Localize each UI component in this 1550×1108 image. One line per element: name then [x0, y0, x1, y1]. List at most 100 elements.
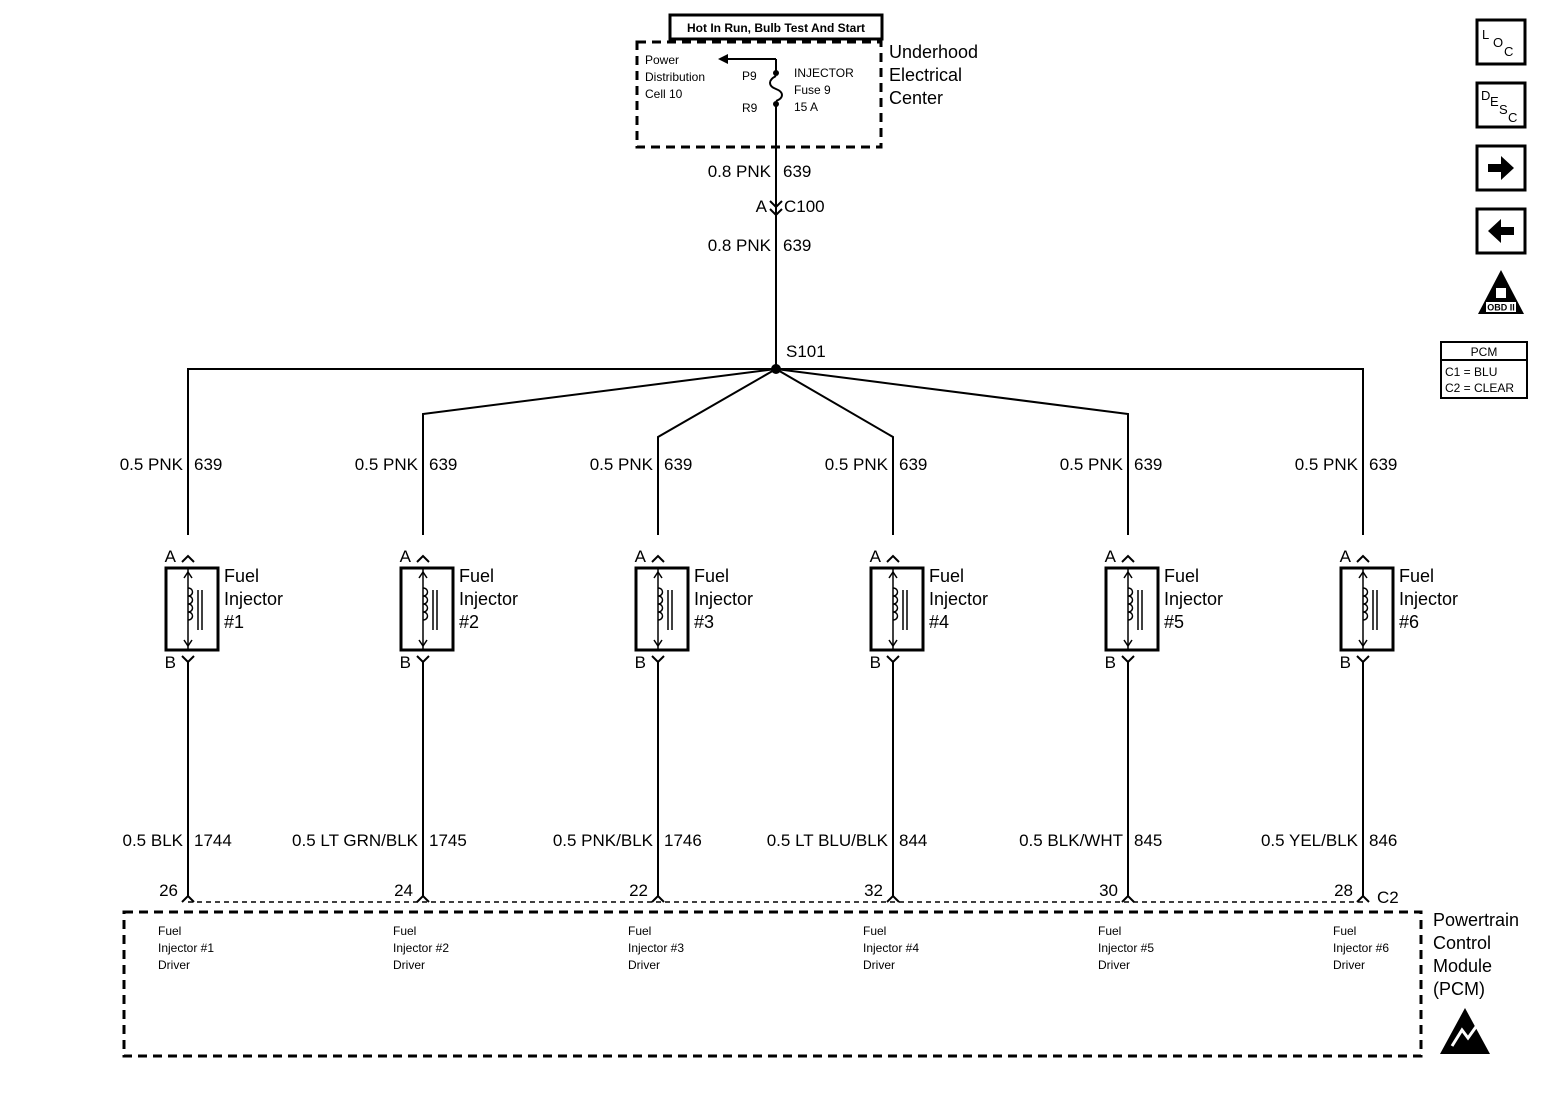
pin-a-label: A — [870, 547, 882, 566]
c100-pin-label: A — [756, 197, 768, 216]
pcm-driver-line2: Injector #1 — [158, 941, 214, 955]
desc-sub1: E — [1490, 94, 1499, 109]
loc-sub2: C — [1504, 44, 1513, 59]
pcm-pin-connector — [1356, 894, 1370, 903]
pin-a-connector — [1121, 554, 1135, 563]
desc-button[interactable]: D E S C — [1475, 81, 1527, 129]
cell-label-line2: Distribution — [645, 70, 705, 84]
next-page-button[interactable] — [1475, 144, 1527, 192]
driver-wire-color: 0.5 LT GRN/BLK — [292, 831, 419, 850]
arrow-left-icon — [718, 54, 728, 64]
feed-wire-lower-color: 0.8 PNK — [708, 236, 772, 255]
pin-a-connector — [1356, 554, 1370, 563]
pcm-driver-line2: Injector #4 — [863, 941, 919, 955]
pcm-driver-line1: Fuel — [1098, 924, 1121, 938]
fuse-label-line2: Fuse 9 — [794, 83, 831, 97]
supply-wire-circuit: 639 — [664, 455, 692, 474]
connector-c100: A C100 — [756, 197, 825, 217]
pin-a-label: A — [1340, 547, 1352, 566]
pin-b-connector — [181, 655, 195, 664]
pcm-driver-line2: Injector #6 — [1333, 941, 1389, 955]
desc-sub2: S — [1499, 102, 1508, 117]
pin-b-connector — [1121, 655, 1135, 664]
pcm-pin-connector — [886, 894, 900, 903]
pcm-driver-line1: Fuel — [393, 924, 416, 938]
pcm-pin-connector — [416, 894, 430, 903]
coil-icon — [1127, 587, 1134, 621]
pcm-pin-number: 24 — [394, 881, 413, 900]
pcm-pin-number: 22 — [629, 881, 648, 900]
pcm-driver-line2: Injector #3 — [628, 941, 684, 955]
pcm-driver-line3: Driver — [158, 958, 190, 972]
pcm-driver-line3: Driver — [1098, 958, 1130, 972]
coil-icon — [422, 587, 429, 621]
power-condition-label: Hot In Run, Bulb Test And Start — [668, 13, 884, 41]
injector-label-line2: Injector — [224, 589, 283, 609]
injector-label-line1: Fuel — [1399, 566, 1434, 586]
pcm-pin-number: 28 — [1334, 881, 1353, 900]
pin-b-label: B — [165, 653, 176, 672]
injector-label-line1: Fuel — [929, 566, 964, 586]
supply-wire-color: 0.5 PNK — [1295, 455, 1359, 474]
feed-wire-lower-circuit: 639 — [783, 236, 811, 255]
desc-sub3: C — [1508, 110, 1517, 125]
fuse-icon — [769, 75, 783, 102]
svg-text:Hot In Run, Bulb Test And Star: Hot In Run, Bulb Test And Start — [687, 21, 865, 35]
driver-wire-circuit: 845 — [1134, 831, 1162, 850]
pcm-pin-connector — [181, 894, 195, 903]
cell-label-line3: Cell 10 — [645, 87, 683, 101]
injector-number: #2 — [459, 612, 479, 632]
injector-label-line2: Injector — [1164, 589, 1223, 609]
loc-sub1: O — [1493, 35, 1503, 50]
injector-label-line1: Fuel — [224, 566, 259, 586]
fuse-label-line1: INJECTOR — [794, 66, 854, 80]
injector-number: #6 — [1399, 612, 1419, 632]
pcm-pin-number: 30 — [1099, 881, 1118, 900]
splice-branches — [187, 368, 1364, 535]
pin-b-label: B — [870, 653, 881, 672]
pin-a-label: A — [1105, 547, 1117, 566]
pin-a-connector — [181, 554, 195, 563]
center-name-line1: Underhood — [889, 42, 978, 62]
pin-b-label: B — [635, 653, 646, 672]
injector-label-line2: Injector — [694, 589, 753, 609]
splice-s101-label: S101 — [786, 342, 826, 361]
supply-wire-color: 0.5 PNK — [1060, 455, 1124, 474]
pcm-driver-line2: Injector #5 — [1098, 941, 1154, 955]
injector-number: #3 — [694, 612, 714, 632]
injector-label-line1: Fuel — [459, 566, 494, 586]
pcm-name-line1: Powertrain — [1433, 910, 1519, 930]
cell-label-line1: Power — [645, 53, 679, 67]
injector-body — [1339, 566, 1395, 652]
pin-b-label: B — [400, 653, 411, 672]
pcm-driver-line3: Driver — [628, 958, 660, 972]
pin-a-connector — [651, 554, 665, 563]
obd-ii-button[interactable]: OBD II — [1478, 270, 1524, 314]
injector-number: #4 — [929, 612, 949, 632]
center-name-line2: Electrical — [889, 65, 962, 85]
previous-page-button[interactable] — [1475, 207, 1527, 255]
pcm-name-line3: Module — [1433, 956, 1492, 976]
obd-ii-label: OBD II — [1487, 303, 1515, 313]
driver-wire-circuit: 1746 — [664, 831, 702, 850]
loc-button[interactable]: L O C — [1475, 18, 1527, 66]
driver-wire-color: 0.5 BLK — [123, 831, 184, 850]
driver-wire-circuit: 1744 — [194, 831, 232, 850]
driver-wire-color: 0.5 YEL/BLK — [1261, 831, 1359, 850]
supply-wire-color: 0.5 PNK — [120, 455, 184, 474]
pcm-driver-line2: Injector #2 — [393, 941, 449, 955]
pin-a-connector — [416, 554, 430, 563]
injector-label-line1: Fuel — [694, 566, 729, 586]
underhood-electrical-center: Power Distribution Cell 10 P9 R9 INJECTO… — [635, 40, 883, 149]
driver-wire-circuit: 1745 — [429, 831, 467, 850]
pcm-table-title: PCM — [1471, 345, 1498, 359]
fuse-label-line3: 15 A — [794, 100, 818, 114]
arrow-left-icon — [1488, 219, 1514, 243]
esd-warning-icon — [1440, 1008, 1490, 1054]
pcm-driver-line3: Driver — [393, 958, 425, 972]
pcm-pin-number: 32 — [864, 881, 883, 900]
pcm-driver-line1: Fuel — [628, 924, 651, 938]
pin-b-label: B — [1340, 653, 1351, 672]
